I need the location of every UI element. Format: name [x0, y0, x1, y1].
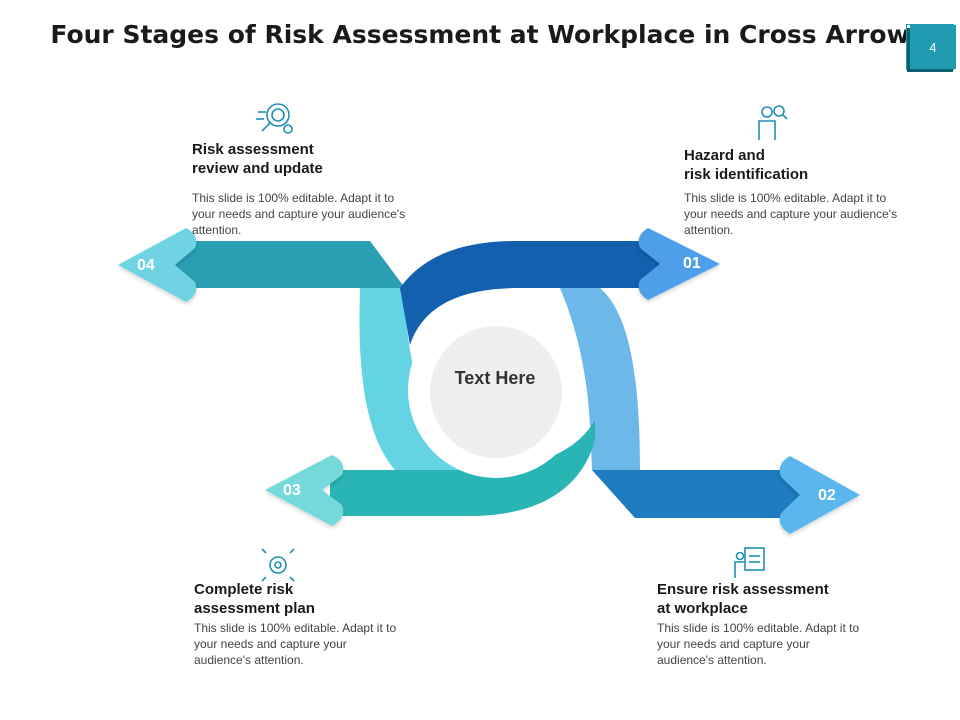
stage-number-02: 02: [818, 487, 836, 504]
curve-top-to-01: [400, 241, 660, 345]
stage-03-description: This slide is 100% editable. Adapt it to…: [194, 621, 397, 667]
stage-01-title: Hazard and risk identification: [684, 147, 809, 183]
arrowhead-01: [638, 228, 720, 300]
magnifier-gear-icon: [256, 103, 293, 134]
stage-03-title: Complete risk assessment plan: [194, 581, 315, 617]
center-circle: [430, 326, 562, 458]
center-label: Text Here: [454, 368, 536, 388]
stage-04-description: This slide is 100% editable. Adapt it to…: [192, 191, 406, 237]
stage-number-04: 04: [137, 257, 155, 274]
stage-02-description: This slide is 100% editable. Adapt it to…: [657, 621, 860, 667]
stage-01-description: This slide is 100% editable. Adapt it to…: [684, 191, 898, 237]
arrowhead-03: [265, 455, 344, 526]
arrow-03-band: [330, 420, 595, 516]
presentation-board-icon: [734, 547, 765, 578]
stage-02-title: Ensure risk assessment at workplace: [657, 581, 829, 617]
page-number-badge: 4: [910, 25, 956, 69]
stage-04-title: Risk assessment review and update: [192, 141, 323, 177]
curve-01-to-02: [560, 288, 640, 470]
gear-arrows-icon: [261, 548, 295, 582]
arrowhead-02: [779, 456, 860, 534]
stage-number-01: 01: [683, 255, 701, 272]
person-magnifier-icon: [758, 105, 788, 140]
stage-number-03: 03: [283, 482, 301, 499]
arrowhead-04: [118, 228, 197, 302]
arrow-04-band: [175, 241, 405, 288]
slide-title: Four Stages of Risk Assessment at Workpl…: [50, 20, 910, 49]
arrow-02-band: [592, 470, 800, 518]
